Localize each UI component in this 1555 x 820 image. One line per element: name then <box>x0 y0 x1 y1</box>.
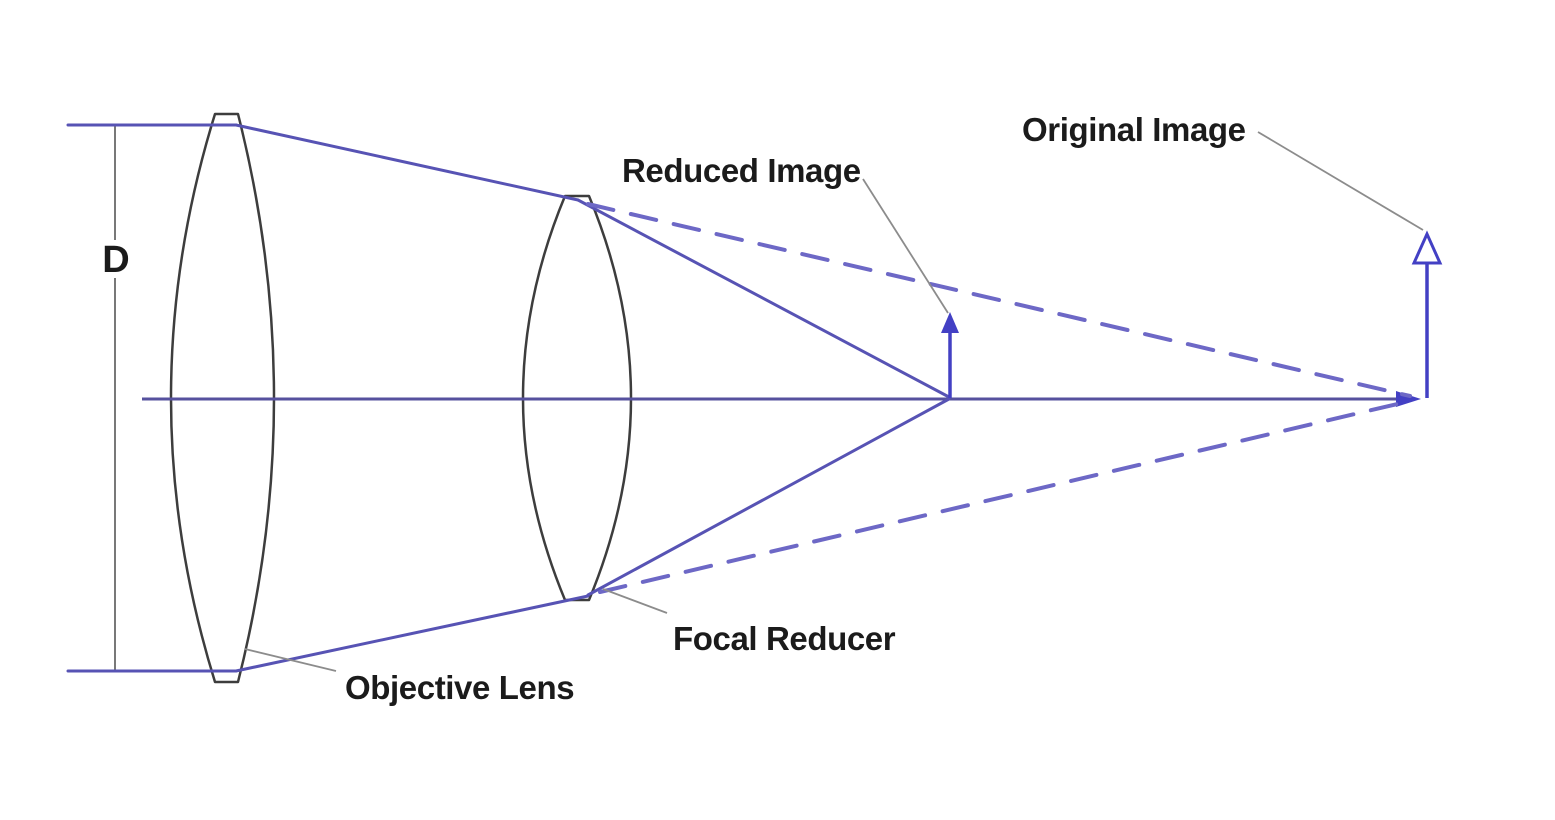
leader-objective-lens <box>244 648 337 672</box>
label-reduced-image: Reduced Image <box>622 152 861 189</box>
top-converging-ray <box>576 198 951 399</box>
label-focal-reducer: Focal Reducer <box>673 620 896 657</box>
leader-reduced-image <box>862 178 949 314</box>
virtual-rays <box>586 202 1412 594</box>
original-image-arrowhead <box>1411 230 1443 265</box>
bottom-converging-ray <box>586 397 951 597</box>
light-rays <box>66 123 951 673</box>
top-refracted-ray <box>234 123 580 202</box>
bottom-virtual-ray <box>598 399 1412 594</box>
optical-axis <box>142 391 1421 407</box>
label-original-image: Original Image <box>1022 111 1246 148</box>
label-aperture-d: D <box>102 239 129 281</box>
original-image-arrow <box>1411 230 1443 398</box>
optical-axis-arrowhead <box>1396 391 1421 407</box>
reduced-image-arrowhead <box>941 312 959 333</box>
leader-original-image <box>1257 131 1424 231</box>
bottom-refracted-ray <box>234 594 590 673</box>
top-virtual-ray <box>586 202 1412 398</box>
label-objective-lens: Objective Lens <box>345 669 574 706</box>
reduced-image-arrow <box>941 312 959 398</box>
focal-reducer-lens-shape <box>521 194 633 602</box>
aperture-dimension: D <box>102 126 130 670</box>
leader-focal-reducer <box>602 588 668 614</box>
objective-lens-shape <box>169 112 276 684</box>
